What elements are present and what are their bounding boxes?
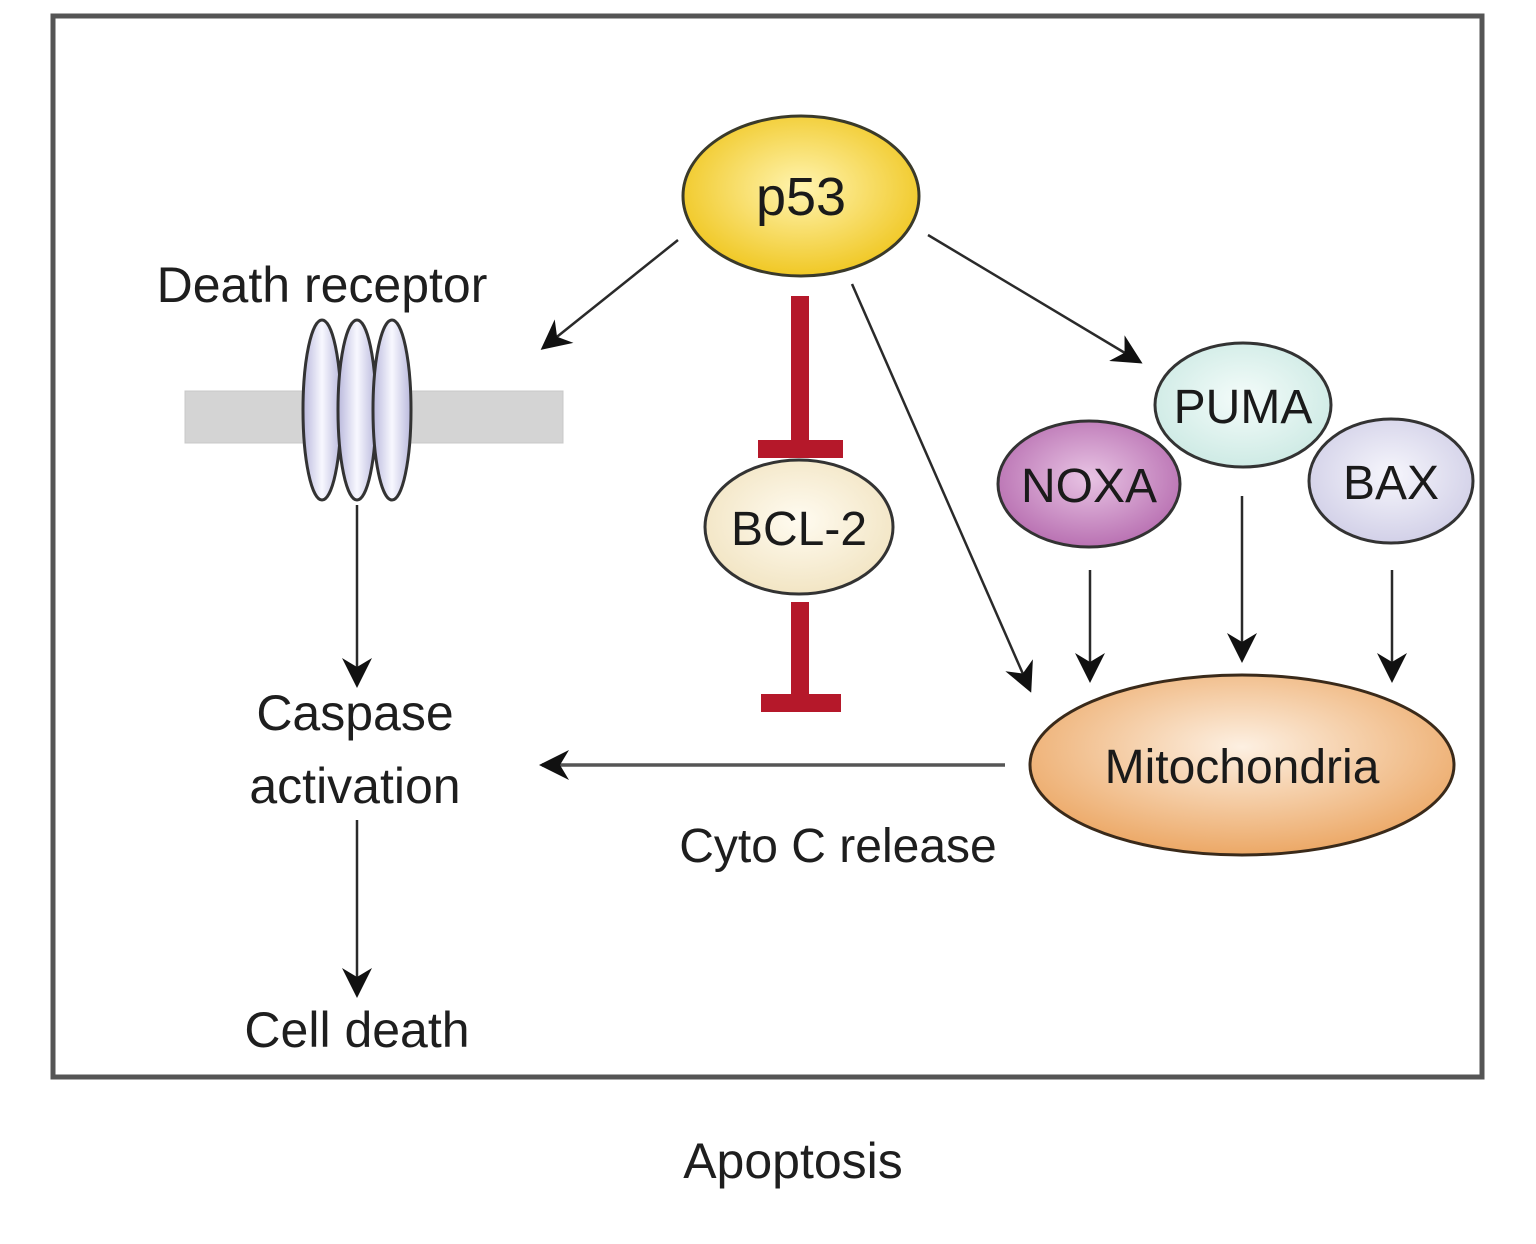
- p53-label: p53: [756, 167, 846, 227]
- death-receptor-label: Death receptor: [157, 257, 488, 313]
- inhibition-bcl2-caspase: [761, 602, 841, 712]
- figure-caption: Apoptosis: [683, 1133, 903, 1189]
- bcl2-label: BCL-2: [731, 503, 867, 556]
- death-receptor-icon: [301, 318, 413, 502]
- node-mitochondria: Mitochondria: [1028, 673, 1456, 857]
- node-noxa: NOXA: [996, 419, 1182, 549]
- arrow-p53-to-mitochondria: [850, 283, 1033, 693]
- arrow-p53-to-death-receptor: [540, 239, 679, 350]
- caspase-activation-label-line2: activation: [249, 758, 460, 814]
- cell-death-label: Cell death: [244, 1002, 469, 1058]
- mitochondria-label: Mitochondria: [1105, 741, 1380, 794]
- inhibition-p53-bcl2: [758, 296, 843, 458]
- node-bax: BAX: [1307, 417, 1475, 545]
- node-puma: PUMA: [1153, 341, 1333, 469]
- node-bcl2: BCL-2: [703, 458, 895, 596]
- noxa-label: NOXA: [1021, 460, 1157, 513]
- bax-label: BAX: [1343, 457, 1439, 510]
- arrow-p53-to-puma: [927, 233, 1143, 364]
- caspase-activation-label-line1: Caspase: [256, 685, 453, 741]
- puma-label: PUMA: [1174, 381, 1313, 434]
- node-p53: p53: [681, 114, 921, 278]
- cyto-c-release-label: Cyto C release: [679, 820, 996, 873]
